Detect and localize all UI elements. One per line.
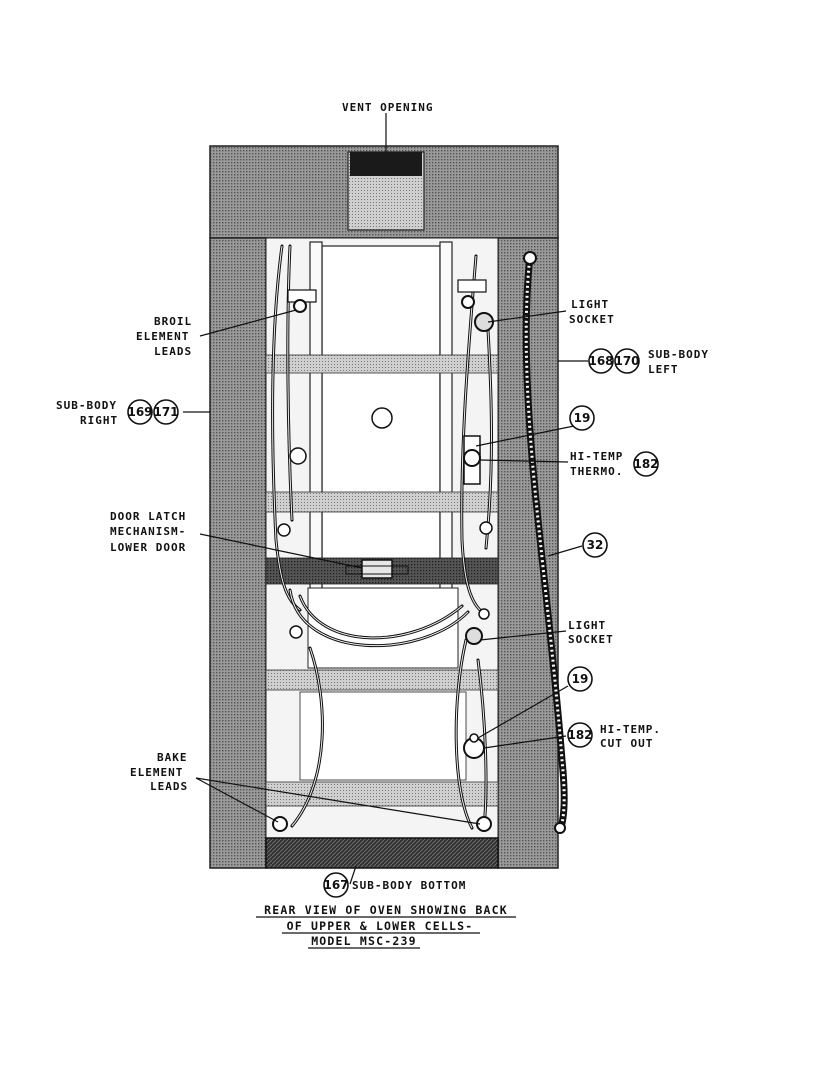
terminal xyxy=(479,521,493,535)
svg-text:171: 171 xyxy=(153,405,178,419)
right-rail xyxy=(439,241,453,611)
label-sub-body-right: SUB-BODY xyxy=(56,399,117,412)
caption-line-3: MODEL MSC-239 xyxy=(311,934,417,948)
callout-182-upper: 182 xyxy=(633,451,659,477)
labels: VENT OPENING BROIL ELEMENT LEADS LIGHT S… xyxy=(56,101,709,892)
svg-text:19: 19 xyxy=(574,411,591,425)
label-light-socket-upper: SOCKET xyxy=(569,313,615,326)
caption: REAR VIEW OF OVEN SHOWING BACK OF UPPER … xyxy=(256,903,516,949)
svg-text:182: 182 xyxy=(633,457,658,471)
svg-text:182: 182 xyxy=(567,728,592,742)
label-bake-element-leads: BAKE xyxy=(157,751,188,764)
cord-top xyxy=(523,251,537,265)
label-door-latch: LOWER DOOR xyxy=(110,541,186,554)
label-hi-temp-cutout: CUT OUT xyxy=(600,737,653,750)
components xyxy=(272,279,494,832)
label-light-socket-lower: LIGHT xyxy=(568,619,606,632)
band xyxy=(265,491,499,513)
bake-lead-left xyxy=(272,816,288,832)
lower-cell-back xyxy=(307,587,459,669)
lower-light-terminal xyxy=(478,608,490,620)
hi-temp-thermo-dial xyxy=(463,449,481,467)
terminal xyxy=(289,447,307,465)
label-broil-element-leads: LEADS xyxy=(154,345,192,358)
label-door-latch: DOOR LATCH xyxy=(110,510,186,523)
svg-text:32: 32 xyxy=(587,538,604,552)
label-hi-temp-thermo: THERMO. xyxy=(570,465,623,478)
callout-167: 167 xyxy=(323,872,349,898)
callout-32: 32 xyxy=(582,532,608,558)
band xyxy=(265,669,499,691)
label-broil-element-leads: ELEMENT xyxy=(136,330,189,343)
lower-light-socket xyxy=(465,627,483,645)
callout-182-lower: 182 xyxy=(567,722,593,748)
callout-170: 170 xyxy=(614,348,640,374)
oven-body xyxy=(209,145,568,869)
upper-light-socket-bulb xyxy=(474,312,494,332)
callouts: 168 170 169 171 19 182 32 19 xyxy=(127,348,659,898)
wiring xyxy=(271,244,493,830)
svg-text:170: 170 xyxy=(614,354,639,368)
callout-168: 168 xyxy=(588,348,614,374)
sub-body-bottom xyxy=(265,837,499,869)
svg-text:19: 19 xyxy=(572,672,589,686)
label-hi-temp-cutout: HI-TEMP. xyxy=(600,723,661,736)
hi-temp-cutout-screw xyxy=(469,733,479,743)
label-bake-element-leads: ELEMENT xyxy=(130,766,183,779)
label-sub-body-bottom: SUB-BODY BOTTOM xyxy=(352,879,466,892)
light-bracket xyxy=(457,279,487,293)
label-sub-body-left: LEFT xyxy=(648,363,679,376)
label-sub-body-left: SUB-BODY xyxy=(648,348,709,361)
broil-element-terminal xyxy=(293,299,307,313)
label-vent-opening: VENT OPENING xyxy=(342,101,433,114)
label-light-socket-upper: LIGHT xyxy=(571,298,609,311)
caption-line-2: OF UPPER & LOWER CELLS- xyxy=(287,919,474,933)
sub-body-right-panel xyxy=(209,237,267,869)
power-cord xyxy=(522,255,568,832)
svg-text:169: 169 xyxy=(127,405,152,419)
svg-text:167: 167 xyxy=(323,878,348,892)
label-bake-element-leads: LEADS xyxy=(150,780,188,793)
cord-end xyxy=(554,822,566,834)
upper-light-socket xyxy=(461,295,475,309)
callout-19-upper: 19 xyxy=(569,405,595,431)
callout-169: 169 xyxy=(127,399,153,425)
label-sub-body-right: RIGHT xyxy=(80,414,118,427)
callout-19-lower: 19 xyxy=(567,666,593,692)
door-latch-plate xyxy=(345,565,409,575)
lower-cell-back xyxy=(299,691,467,781)
caption-line-1: REAR VIEW OF OVEN SHOWING BACK xyxy=(264,903,508,917)
label-light-socket-lower: SOCKET xyxy=(568,633,614,646)
label-door-latch: MECHANISM- xyxy=(110,525,186,538)
door-latch xyxy=(361,559,393,579)
callout-171: 171 xyxy=(153,399,179,425)
lower-terminal xyxy=(289,625,303,639)
label-hi-temp-thermo: HI-TEMP xyxy=(570,450,623,463)
svg-text:168: 168 xyxy=(588,354,613,368)
terminal xyxy=(277,523,291,537)
leader-lines xyxy=(183,113,588,885)
center-hole xyxy=(371,407,393,429)
band xyxy=(265,354,499,374)
vent-slot xyxy=(350,152,422,176)
label-broil-element-leads: BROIL xyxy=(154,315,192,328)
